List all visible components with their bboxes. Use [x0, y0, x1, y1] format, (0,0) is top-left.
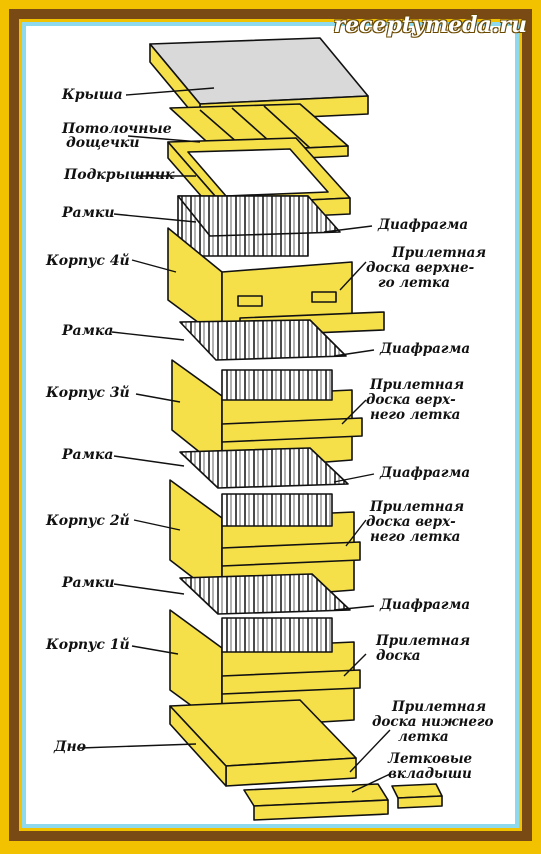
label-ceiling-boards-2: дощечки: [66, 135, 140, 151]
body-3-part: [171, 319, 363, 471]
label-frame-3: Рамка: [62, 323, 114, 339]
label-diaphragm-1: Диафрагма: [380, 597, 471, 613]
watermark-text: receptymeda.ru: [333, 12, 527, 38]
label-body-3: Корпус 3й: [46, 385, 130, 401]
label-ceiling-boards-1: Потолочные: [62, 121, 172, 137]
label-landing-low-line1: Прилетная: [392, 699, 487, 715]
label-diaphragm-3: Диафрагма: [380, 341, 471, 357]
label-landing-4-line1: Прилетная: [392, 245, 487, 261]
label-landing-2-line2: доска верх-: [366, 514, 456, 530]
label-body-2: Корпус 2й: [46, 513, 130, 529]
label-landing-2-line3: него летка: [370, 529, 461, 545]
label-body-1: Корпус 1й: [46, 637, 130, 653]
label-bottom: Дно: [54, 739, 86, 755]
label-landing-3-line2: доска верх-: [366, 392, 456, 408]
label-diaphragm-2: Диафрагма: [380, 465, 471, 481]
label-landing-4-line2: доска верхне-: [366, 260, 475, 276]
label-diaphragm-4: Диафрагма: [378, 217, 469, 233]
leader-lines: [79, 87, 391, 793]
label-frame-2: Рамка: [62, 447, 114, 463]
label-under-roof: Подкрышник: [64, 167, 175, 183]
label-body-4: Корпус 4й: [46, 253, 130, 269]
outer-border: [9, 9, 532, 841]
entrance-inserts-part: [243, 783, 443, 821]
bottom-part: [169, 699, 357, 787]
label-landing-4-line3: го летка: [378, 275, 450, 291]
label-landing-2-line1: Прилетная: [370, 499, 465, 515]
label-frames-top: Рамки: [62, 205, 115, 221]
label-landing-low-line2: доска нижнего: [372, 714, 494, 730]
label-landing-low-line3: летка: [398, 729, 449, 745]
label-frames-bottom: Рамки: [62, 575, 115, 591]
label-inserts-line2: вкладыши: [388, 766, 472, 782]
label-landing-3-line1: Прилетная: [370, 377, 465, 393]
label-landing-3-line3: него летка: [370, 407, 461, 423]
body-4-part: [167, 195, 385, 341]
label-landing-1-line1: Прилетная: [376, 633, 471, 649]
label-roof: Крыша: [62, 87, 123, 103]
label-inserts-line1: Летковые: [388, 751, 473, 767]
label-landing-1-line2: доска: [376, 648, 421, 664]
